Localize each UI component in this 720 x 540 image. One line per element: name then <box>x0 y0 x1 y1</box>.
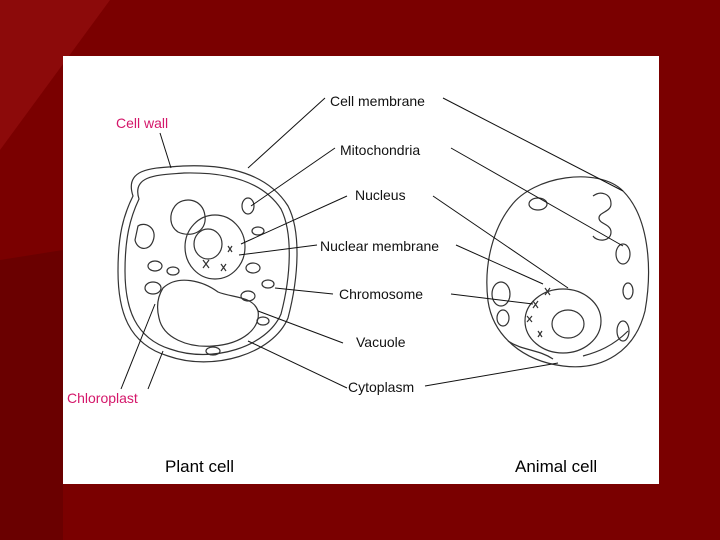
plant-cell-wall <box>117 165 298 363</box>
label-chloroplast: Chloroplast <box>67 390 138 406</box>
label-vacuole: Vacuole <box>356 334 406 350</box>
plant-cell-membrane <box>124 172 290 356</box>
plant-nuclear-membrane <box>184 214 246 280</box>
cell-diagram <box>117 97 650 390</box>
label-cytoplasm: Cytoplasm <box>348 379 415 395</box>
label-cell-membrane: Cell membrane <box>330 93 425 109</box>
label-cell-wall: Cell wall <box>116 115 169 131</box>
caption-plant-cell: Plant cell <box>165 457 234 476</box>
plant-vacuole <box>157 279 259 347</box>
label-mitochondria: Mitochondria <box>340 142 421 158</box>
diagram-panel: Cell membrane Cell wall Mitochondria Nuc… <box>63 56 659 484</box>
label-chromosome: Chromosome <box>339 286 424 302</box>
animal-nuclear-membrane <box>524 288 602 354</box>
leader-lines <box>120 97 624 390</box>
caption-animal-cell: Animal cell <box>515 457 598 476</box>
animal-nucleolus <box>551 309 585 339</box>
label-nucleus: Nucleus <box>355 187 406 203</box>
plant-nucleolus <box>193 228 223 260</box>
animal-cell-membrane <box>486 176 650 368</box>
label-nuclear-membrane: Nuclear membrane <box>320 238 440 254</box>
